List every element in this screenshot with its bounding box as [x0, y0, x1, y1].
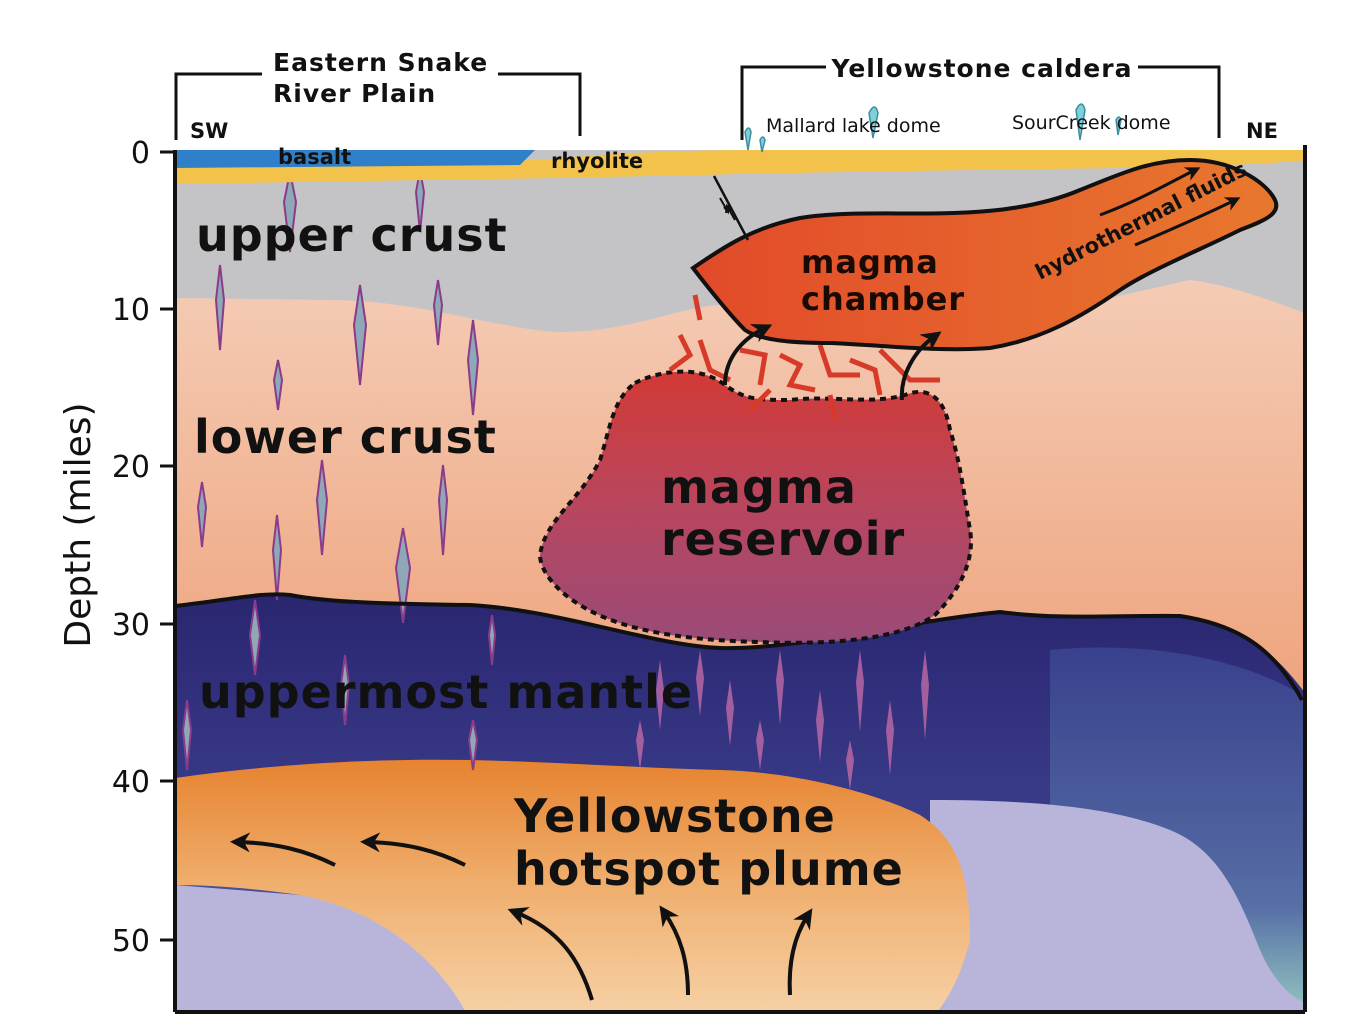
melt-lenses	[181, 169, 497, 771]
tick-label-30: 30	[112, 608, 150, 643]
magma-reservoir-body	[537, 369, 973, 645]
tick-label-10: 10	[112, 293, 150, 328]
plume-arrow	[659, 905, 690, 996]
hotspot-plume-body	[175, 759, 970, 1012]
tick-label-20: 20	[112, 450, 150, 485]
snake-river-plain-label-2: River Plain	[273, 79, 436, 108]
direction-sw: SW	[190, 119, 228, 143]
tick-label-40: 40	[112, 765, 150, 800]
lower-crust-label: lower crust	[194, 410, 497, 464]
mallard-lake-dome-label: Mallard lake dome	[766, 115, 941, 137]
deep-mantle-left	[175, 885, 470, 1012]
crust-mantle-boundary	[174, 592, 1304, 701]
yellowstone-caldera-bracket	[740, 65, 1221, 140]
sour-creek-dome-label: SourCreek dome	[1012, 112, 1171, 134]
plume-arrow	[230, 832, 336, 867]
hydrothermal-arrow-2	[1134, 197, 1241, 247]
depth-axis-label: Depth (miles)	[58, 402, 99, 647]
plume-arrow	[507, 907, 594, 1001]
ascent-arrow-right	[899, 331, 942, 401]
direction-ne: NE	[1246, 119, 1278, 143]
plume-arrow	[360, 832, 466, 867]
tick-label-0: 0	[131, 136, 150, 171]
yellowstone-caldera-label: Yellowstone caldera	[831, 54, 1133, 83]
snake-river-plain-bracket	[174, 72, 582, 140]
magma-chamber-label-2: chamber	[801, 280, 965, 318]
magma-chamber-label-1: magma	[801, 243, 939, 281]
basalt-label: basalt	[278, 145, 351, 169]
vent-icons	[744, 103, 1122, 153]
upper-crust-label: upper crust	[196, 208, 508, 262]
fault-slip-icon	[719, 197, 736, 221]
uppermost-mantle-label: uppermost mantle	[199, 665, 693, 719]
plume-flow-arrows	[230, 832, 813, 1001]
feeder-dikes	[668, 294, 940, 421]
rhyolite-label: rhyolite	[551, 149, 643, 173]
basalt-layer	[175, 150, 535, 168]
hotspot-plume-label-2: hotspot plume	[514, 842, 904, 896]
magma-reservoir-label-2: reservoir	[661, 512, 905, 566]
mantle-melt-streaks	[636, 650, 929, 790]
hotspot-plume-label-1: Yellowstone	[513, 789, 836, 843]
ascent-arrow-left	[723, 324, 773, 386]
snake-river-plain-label-1: Eastern Snake	[273, 48, 488, 77]
rhyolite-layer	[175, 150, 1305, 184]
tick-label-50: 50	[112, 924, 150, 959]
hydrothermal-arrow-1	[1099, 167, 1201, 217]
fault-line	[712, 175, 750, 241]
depth-axis	[160, 150, 175, 942]
magma-reservoir-label-1: magma	[661, 460, 857, 514]
deep-mantle-right	[930, 800, 1305, 1012]
plume-arrow	[787, 908, 813, 996]
magma-chamber-body	[690, 157, 1279, 352]
